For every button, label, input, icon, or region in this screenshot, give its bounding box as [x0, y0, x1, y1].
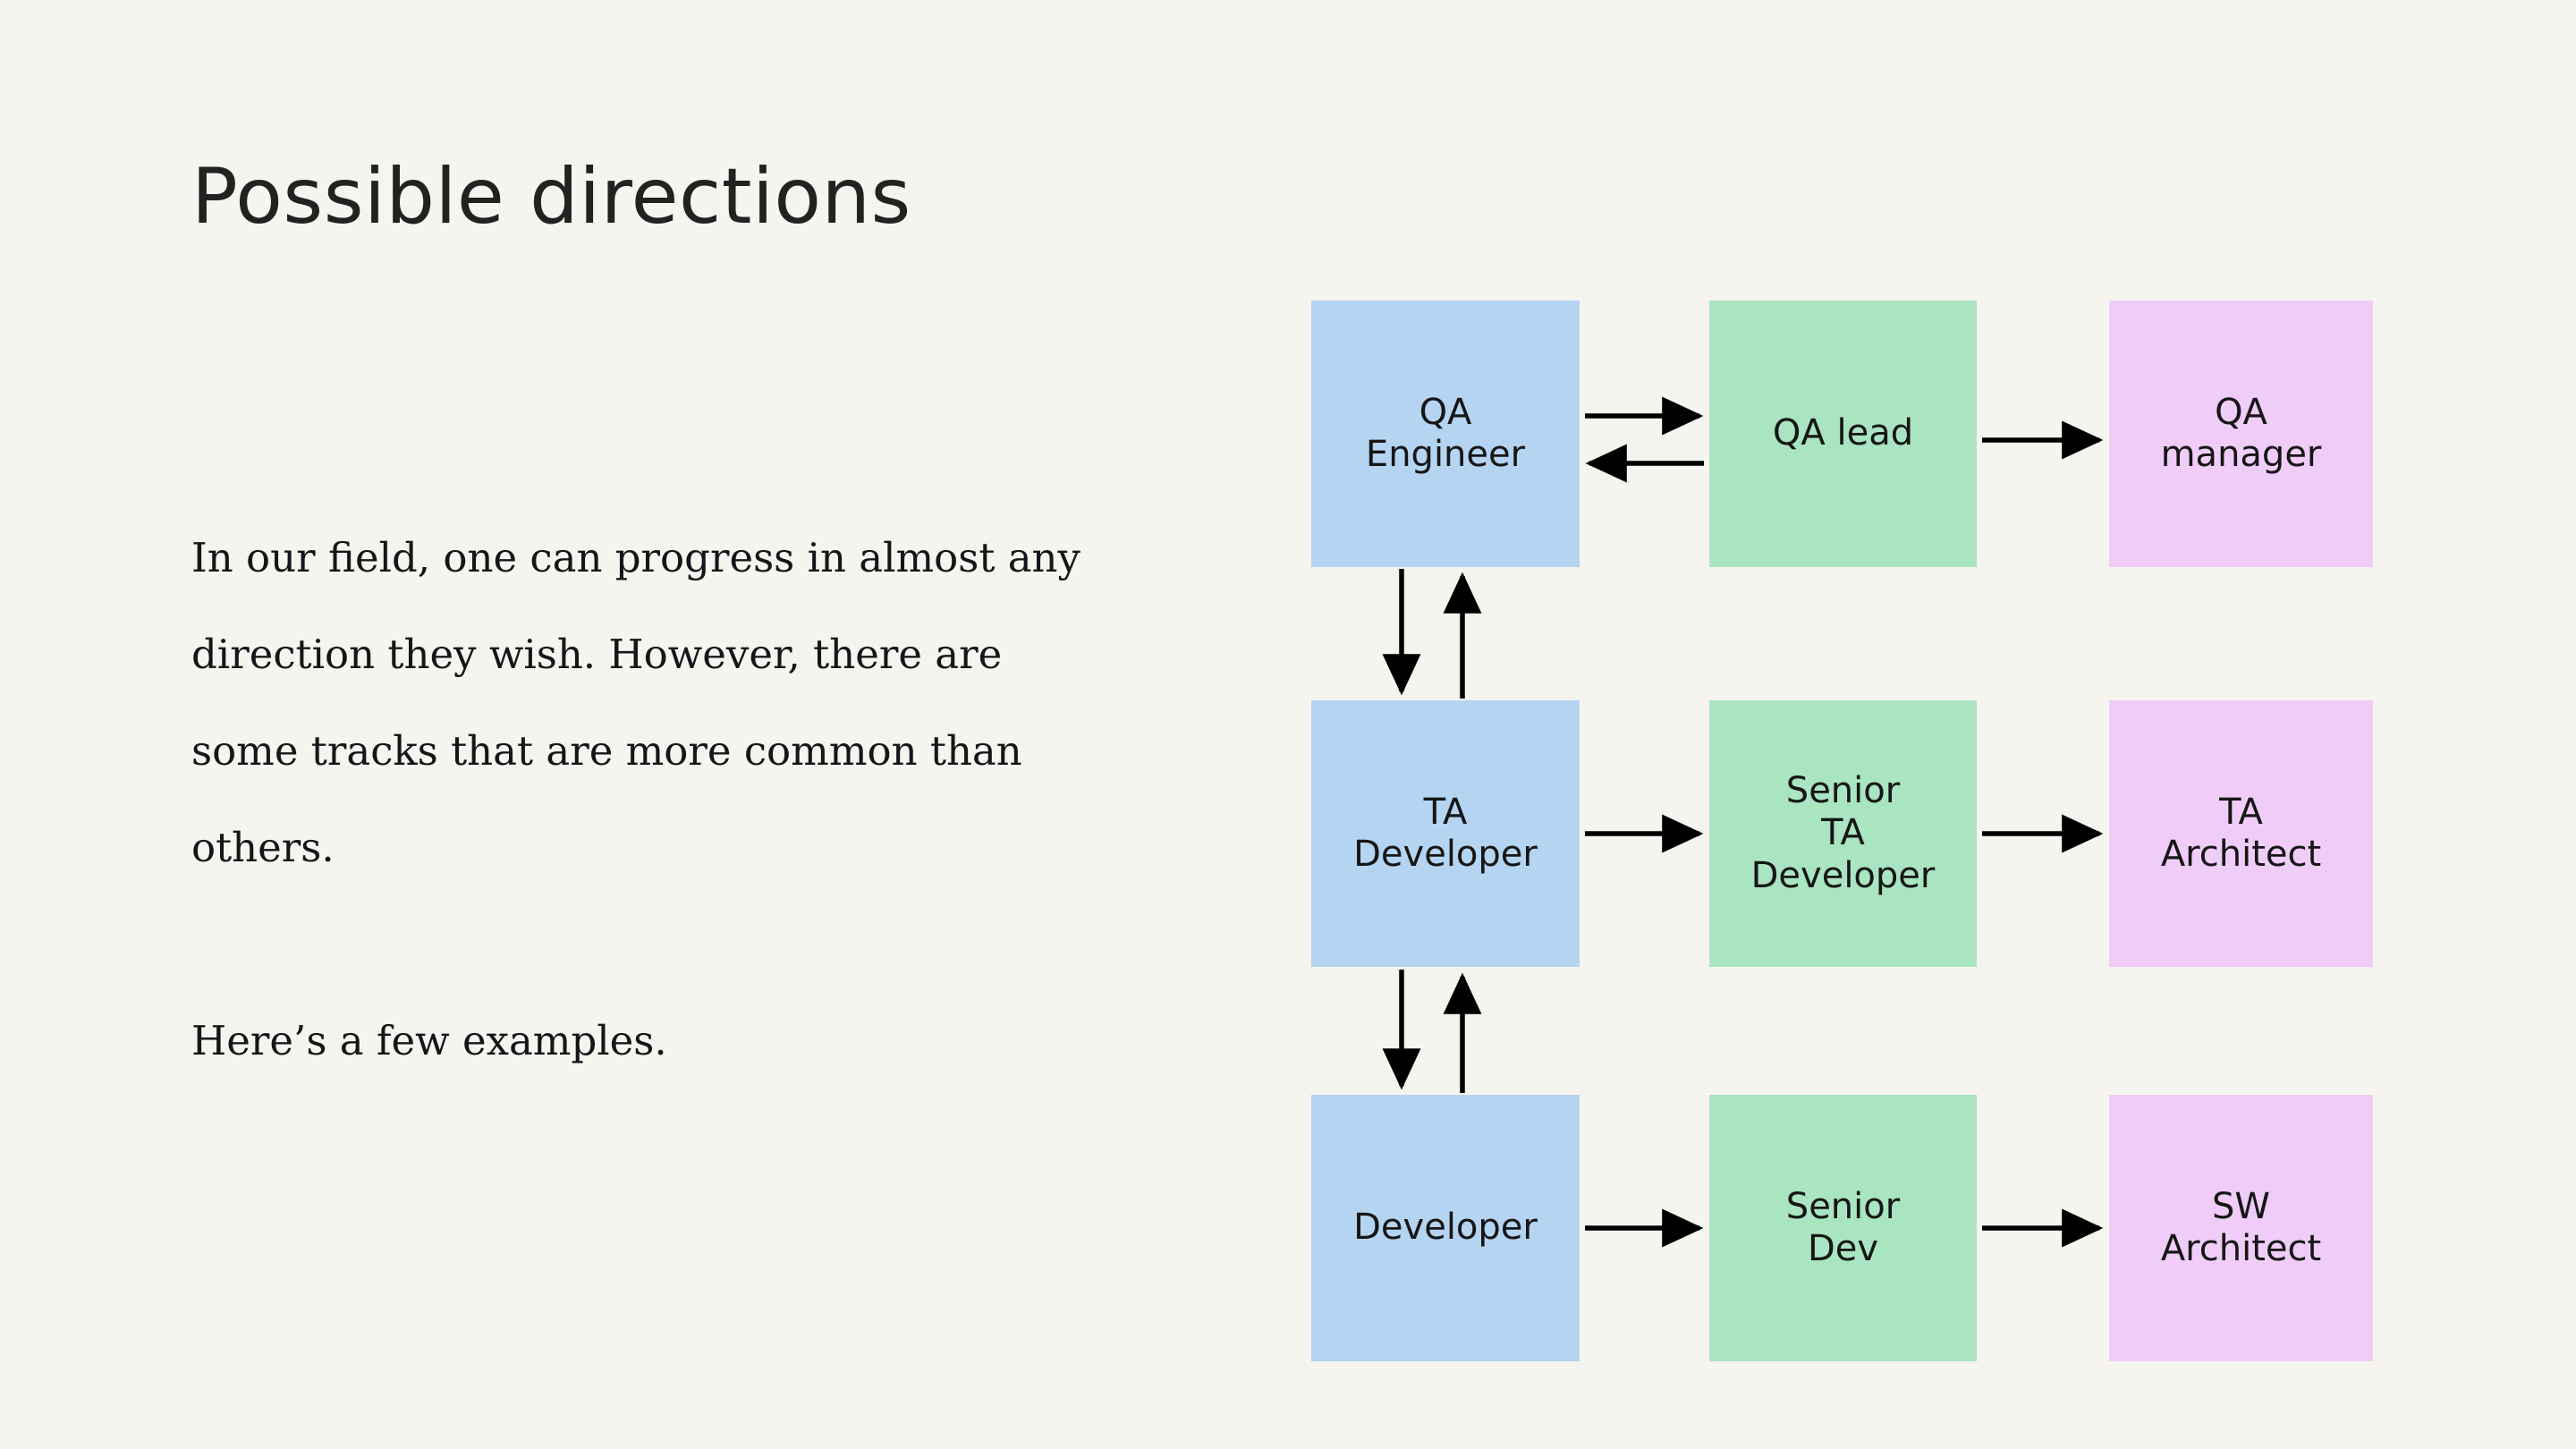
career-track-diagram: QA Engineer QA lead QA manager TA Develo…	[1311, 301, 2376, 1361]
node-qa-manager[interactable]: QA manager	[2109, 301, 2373, 567]
node-ta-architect[interactable]: TA Architect	[2109, 700, 2373, 967]
node-senior-ta-developer[interactable]: Senior TA Developer	[1709, 700, 1977, 967]
node-developer[interactable]: Developer	[1311, 1095, 1580, 1361]
node-ta-developer[interactable]: TA Developer	[1311, 700, 1580, 967]
node-senior-dev[interactable]: Senior Dev	[1709, 1095, 1977, 1361]
node-qa-engineer[interactable]: QA Engineer	[1311, 301, 1580, 567]
page-title: Possible directions	[191, 151, 911, 242]
body-paragraph-1: In our field, one can progress in almost…	[191, 534, 1080, 871]
node-qa-lead[interactable]: QA lead	[1709, 301, 1977, 567]
body-text: In our field, one can progress in almost…	[191, 510, 1095, 1089]
body-paragraph-2: Here’s a few examples.	[191, 1017, 667, 1064]
node-sw-architect[interactable]: SW Architect	[2109, 1095, 2373, 1361]
